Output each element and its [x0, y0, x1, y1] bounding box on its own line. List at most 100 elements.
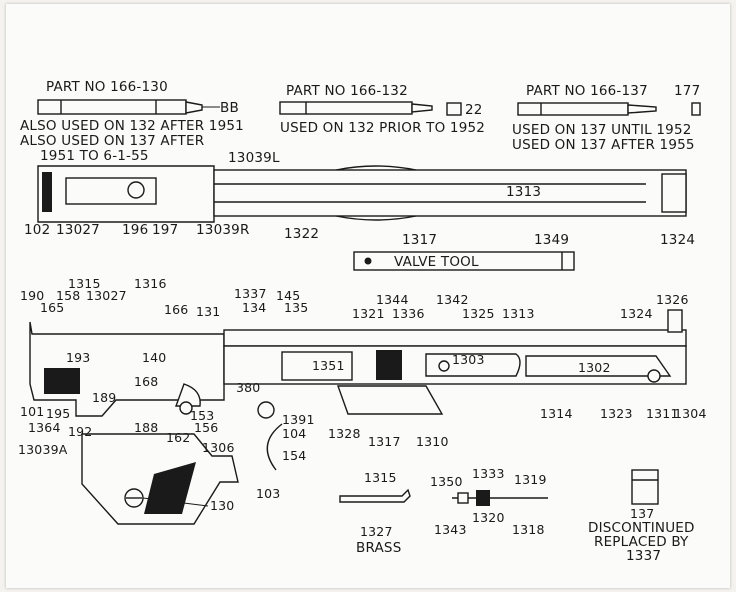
l153: 153	[190, 408, 214, 423]
l197: 197	[152, 222, 178, 238]
l196: 196	[122, 222, 148, 238]
pivot-1303	[438, 360, 450, 372]
also-137-note: ALSO USED ON 137 AFTER	[20, 133, 204, 149]
l1391: 1391	[282, 412, 315, 427]
n22-label: 22	[465, 102, 483, 118]
l1344: 1344	[376, 292, 409, 307]
l134: 134	[242, 300, 266, 315]
l188: 188	[134, 420, 158, 435]
l1311: 1311	[646, 406, 679, 421]
l190: 190	[20, 288, 44, 303]
l1315-bottom: 1315	[364, 470, 397, 485]
l1310: 1310	[416, 434, 449, 449]
l192: 192	[68, 424, 92, 439]
pump-lever-1302	[525, 355, 672, 377]
l166: 166	[164, 302, 188, 317]
part-166-137-tip	[627, 104, 657, 114]
l1325: 1325	[462, 306, 495, 321]
l1317-main: 1317	[368, 434, 401, 449]
l101: 101	[20, 404, 44, 419]
l1315-main: 1315	[68, 276, 101, 291]
l1304: 1304	[674, 406, 707, 421]
l1342: 1342	[436, 292, 469, 307]
top-view-barrel	[213, 169, 687, 217]
used-137-note-a: USED ON 137 UNTIL 1952	[512, 122, 692, 138]
part-137	[631, 469, 659, 505]
sear-104	[257, 401, 275, 419]
l1317-top: 1317	[402, 232, 437, 248]
part-1320	[476, 490, 490, 506]
top-view-end-cap	[661, 173, 687, 213]
part-166-137-label: PART NO 166-137	[526, 83, 648, 99]
valve-1351	[281, 351, 353, 381]
l193: 193	[66, 350, 90, 365]
part-166-137-tube	[517, 102, 629, 116]
part-166-137: PART NO 166-137 177 USED ON 137 UNTIL 19…	[512, 83, 701, 153]
l1351: 1351	[312, 358, 345, 373]
l137: 137	[630, 506, 654, 521]
barrel-tube	[223, 329, 687, 347]
l1313-top: 1313	[506, 184, 541, 200]
replaced-label: REPLACED BY	[594, 534, 689, 550]
l13027-main: 13027	[86, 288, 127, 303]
part-166-132-tube	[279, 101, 413, 115]
exploded-parts-diagram: PART NO 166-130 BB ALSO USED ON 132 AFTE…	[18, 79, 707, 564]
forearm-1317	[337, 385, 444, 415]
l1321: 1321	[352, 306, 385, 321]
valve-tool-body	[353, 251, 575, 271]
pump-link-1303	[425, 353, 521, 377]
top-view-grip-top	[335, 165, 417, 171]
main-section-labels: 190 165 1315 158 13027 1316 166 131 1337…	[18, 276, 707, 513]
valve-body-1344	[376, 350, 402, 380]
valve-tool: VALVE TOOL	[353, 251, 575, 271]
l195: 195	[46, 406, 70, 421]
top-view-assembly: 13039L 1313 102 13027 196 197 13039R 132…	[24, 150, 695, 248]
l140: 140	[142, 350, 166, 365]
part-1343	[457, 492, 469, 504]
diagram-sheet: PART NO 166-130 BB ALSO USED ON 132 AFTE…	[6, 4, 730, 588]
valve-tool-hole	[364, 257, 372, 265]
main-section-assembly	[29, 309, 687, 525]
l154: 154	[282, 448, 306, 463]
l1327: 1327	[360, 524, 393, 539]
l1318: 1318	[512, 522, 545, 537]
l13039R: 13039R	[196, 222, 250, 238]
cap-1326	[667, 309, 683, 333]
bb-label: BB	[220, 100, 239, 116]
n177-label: 177	[674, 83, 700, 99]
range-note: 1951 TO 6-1-55	[40, 148, 149, 164]
part-166-132-tip	[411, 103, 433, 113]
l1324-top: 1324	[660, 232, 695, 248]
part-166-130-tube	[37, 99, 187, 115]
l1316: 1316	[134, 276, 167, 291]
l156: 156	[194, 420, 218, 435]
l1328: 1328	[328, 426, 361, 441]
l168: 168	[134, 374, 158, 389]
l135: 135	[284, 300, 308, 315]
l130-leader	[142, 497, 209, 507]
l13027-top: 13027	[56, 222, 100, 238]
l1333: 1333	[472, 466, 505, 481]
l131: 131	[196, 304, 220, 319]
l1337: 1337	[234, 286, 267, 301]
l1319: 1319	[514, 472, 547, 487]
used-137-note-b: USED ON 137 AFTER 1955	[512, 137, 695, 153]
top-view-grip-bottom	[335, 215, 417, 221]
l1302: 1302	[578, 360, 611, 375]
l189: 189	[92, 390, 116, 405]
trigger-spring-154	[266, 423, 283, 471]
l1314: 1314	[540, 406, 573, 421]
l1320: 1320	[472, 510, 505, 525]
top-view-knurl	[42, 172, 52, 212]
l1324-main: 1324	[620, 306, 653, 321]
part-166-130-tip	[185, 101, 203, 114]
l162: 162	[166, 430, 190, 445]
brass-label: BRASS	[356, 540, 401, 556]
grip-checkering	[144, 462, 196, 514]
l1323: 1323	[600, 406, 633, 421]
part-166-132-label: PART NO 166-132	[286, 83, 408, 99]
l1350: 1350	[430, 474, 463, 489]
bottom-parts: 1315 1327 BRASS 1350 1333 1319 1343 1320…	[339, 466, 694, 564]
l102: 102	[24, 222, 50, 238]
trigger-pin-162	[179, 401, 193, 415]
